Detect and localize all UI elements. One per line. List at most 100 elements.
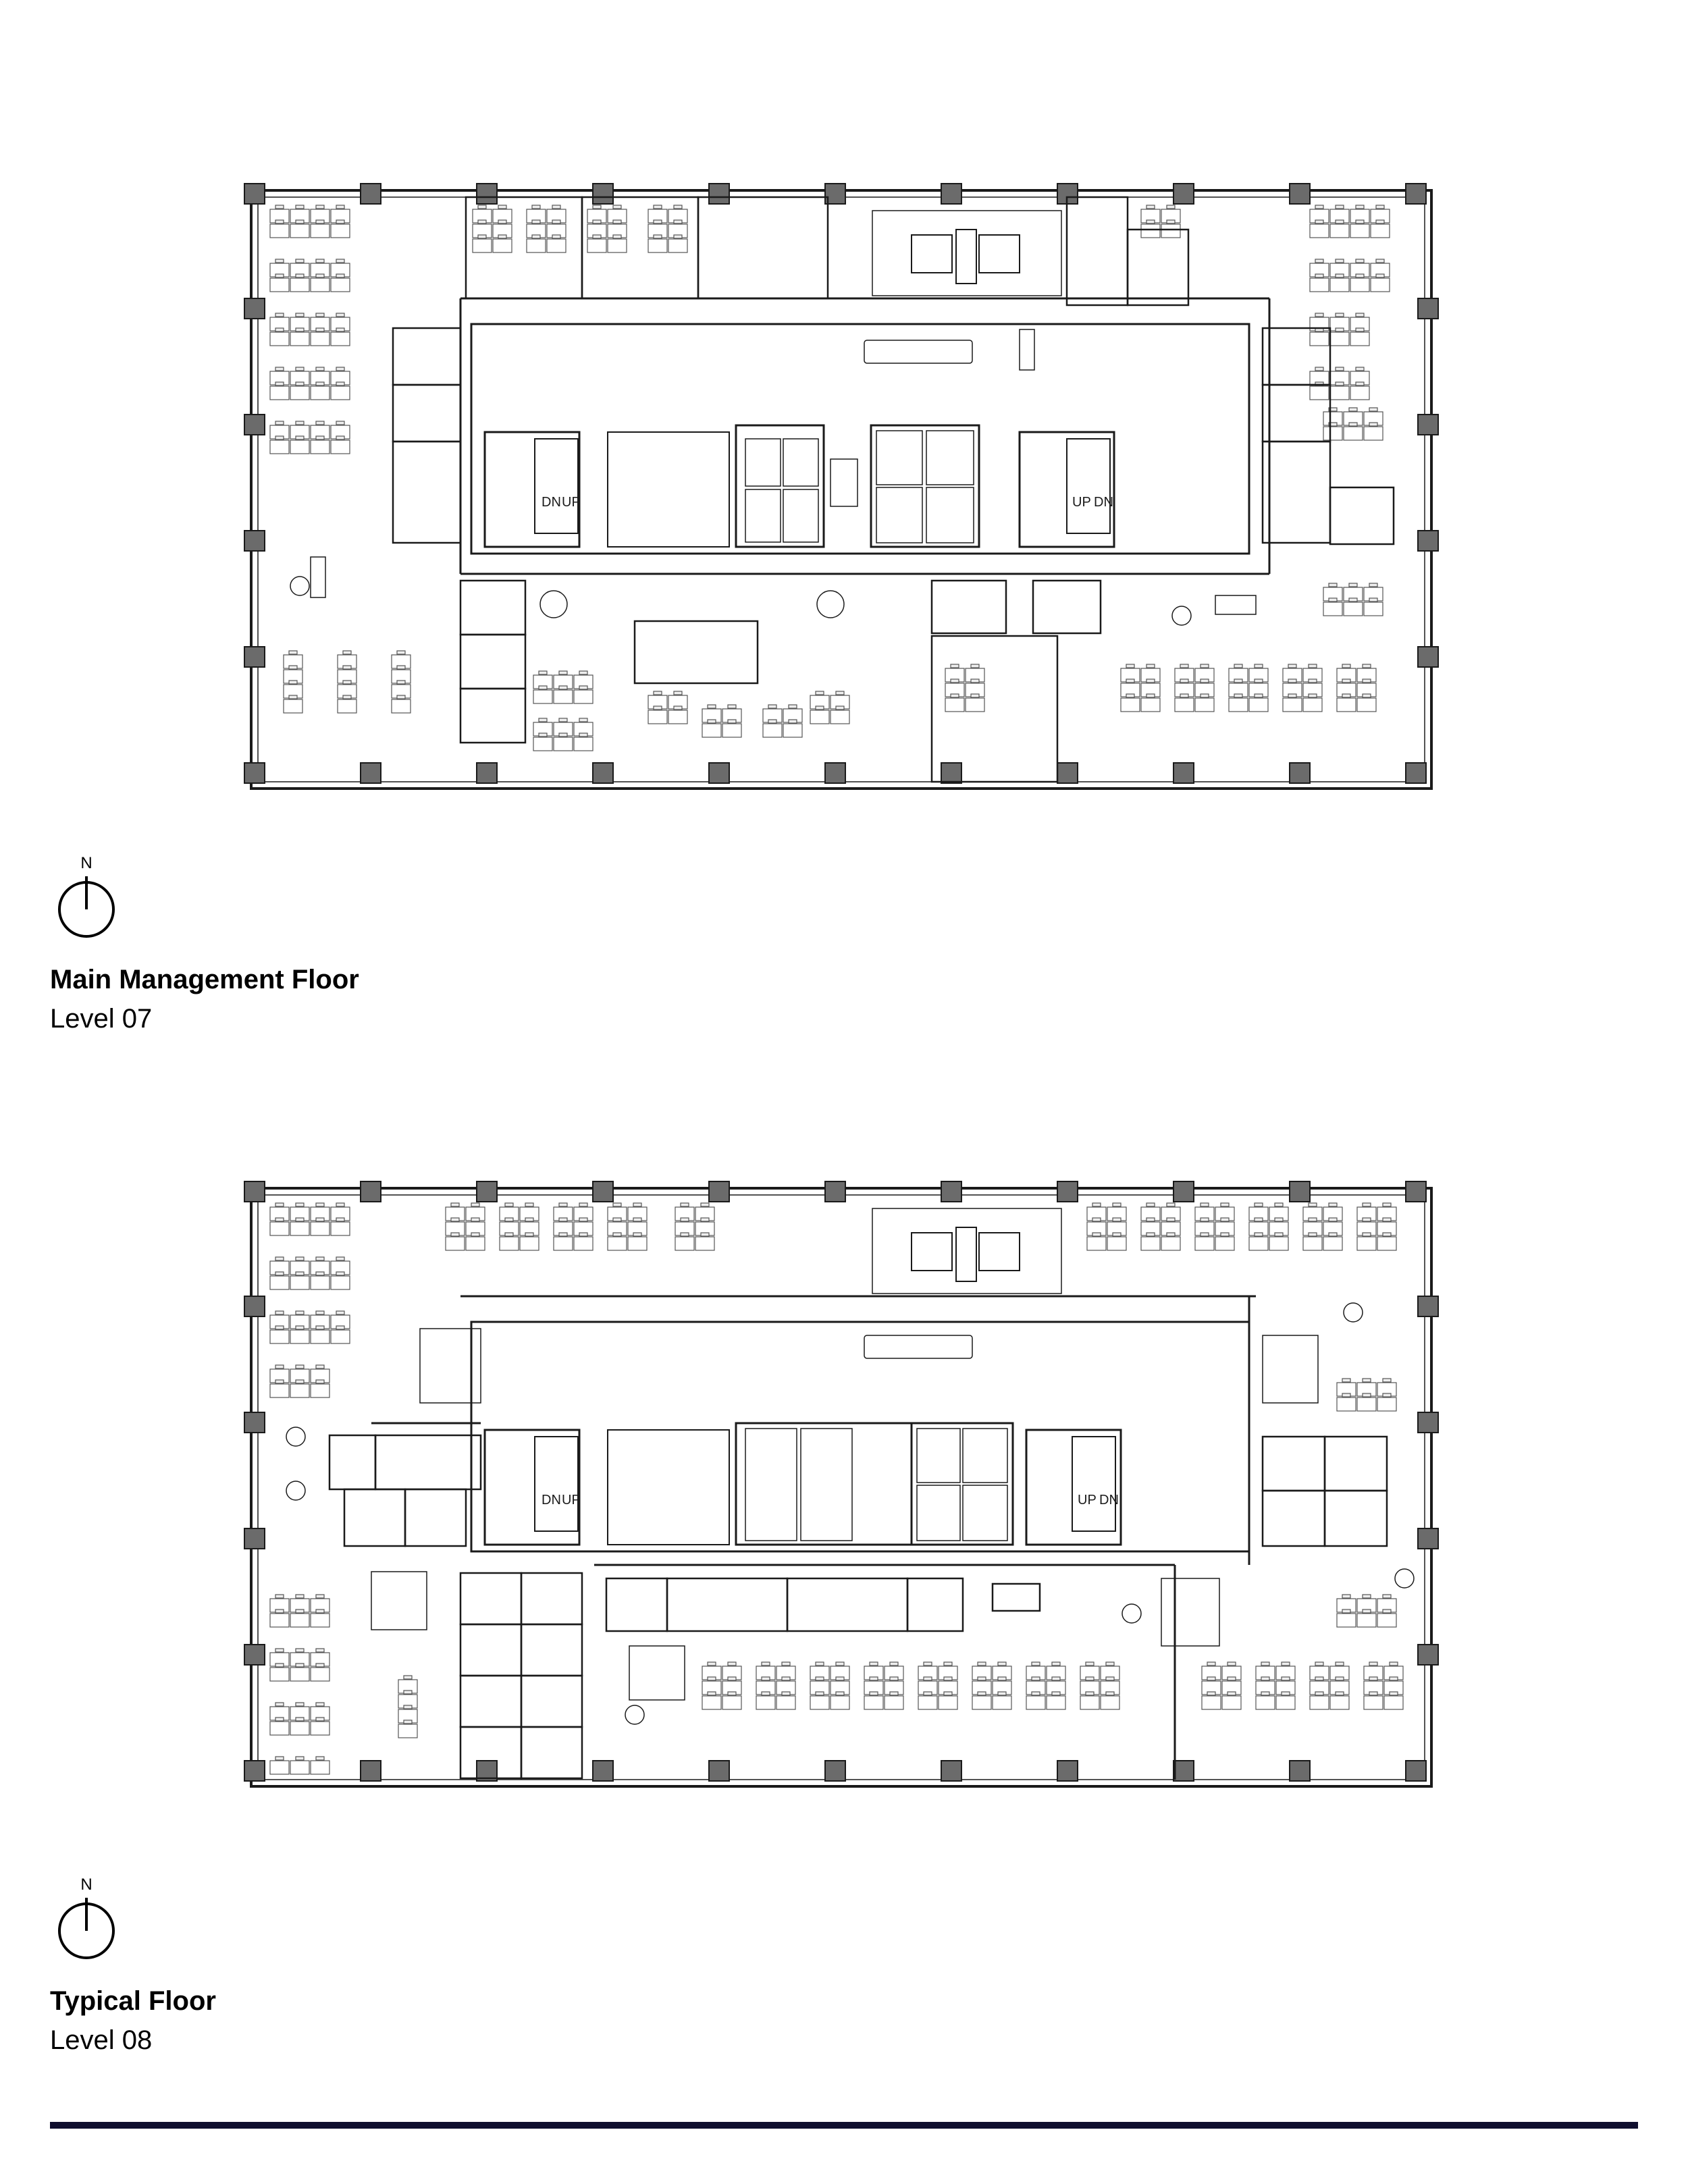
column <box>244 1296 265 1317</box>
column <box>1057 1181 1078 1202</box>
workstation-cluster <box>1080 1661 1120 1710</box>
workstation-cluster <box>269 259 350 292</box>
stair-label: UP <box>562 495 581 510</box>
workstation-cluster <box>587 205 627 253</box>
workstation-cluster <box>398 1675 418 1738</box>
column <box>244 1412 265 1433</box>
north-arrow-icon: N <box>58 1875 115 1959</box>
column <box>1289 183 1311 205</box>
column <box>476 183 498 205</box>
column <box>1417 1296 1439 1317</box>
column <box>1417 1644 1439 1666</box>
workstation-cluster <box>533 718 594 751</box>
stair-labels: DN UP UP DN <box>542 1493 1119 1508</box>
workstation-cluster <box>1309 259 1390 292</box>
column <box>941 1760 962 1782</box>
column <box>592 762 614 784</box>
workstation-cluster <box>269 421 350 454</box>
stair-label: UP <box>1078 1493 1097 1508</box>
column <box>360 1181 381 1202</box>
workstation-cluster <box>472 205 512 253</box>
workstation-cluster <box>1336 664 1377 712</box>
workstation-cluster <box>1336 1594 1397 1628</box>
column <box>824 762 846 784</box>
north-arrow-l07: N <box>53 852 120 940</box>
column <box>1405 1760 1427 1782</box>
workstation-cluster <box>607 1202 648 1251</box>
conference-table-core <box>864 329 1035 371</box>
column <box>244 1644 265 1666</box>
south-round-meeting-tables <box>290 556 1257 626</box>
stair-label: DN <box>542 1493 561 1508</box>
interior-corridor-walls <box>371 1295 1256 1780</box>
workstation-cluster <box>1140 1202 1181 1251</box>
lounge-north <box>872 1208 1062 1294</box>
workstation-cluster <box>648 691 688 724</box>
workstation-cluster <box>269 1256 350 1290</box>
workstation-cluster <box>283 650 303 714</box>
north-label: N <box>80 1875 92 1894</box>
plan-level: Level 08 <box>50 2025 153 2055</box>
workstation-cluster <box>756 1661 796 1710</box>
workstation-cluster <box>702 704 742 738</box>
floor-plan-drawing: DN UP UP DN <box>244 1181 1439 1788</box>
workstation-cluster <box>1363 1661 1404 1710</box>
workstation-cluster <box>269 1702 330 1736</box>
column <box>708 762 730 784</box>
column <box>941 183 962 205</box>
workstation-cluster <box>269 1310 350 1344</box>
plan-level: Level 07 <box>50 1004 153 1034</box>
round-meeting-tables <box>286 1302 1415 1725</box>
workstation-cluster <box>269 313 350 346</box>
workstation-cluster <box>1302 1202 1343 1251</box>
stair-label: UP <box>562 1493 581 1508</box>
workstation-cluster <box>499 1202 539 1251</box>
column <box>1173 183 1194 205</box>
stair-labels: DN UP UP DN <box>542 495 1113 510</box>
workstation-cluster <box>1026 1661 1066 1710</box>
workstation-cluster <box>1228 664 1269 712</box>
workstation-cluster <box>1174 664 1215 712</box>
column <box>244 1760 265 1782</box>
workstation-cluster <box>1120 664 1161 712</box>
conference-table-core <box>864 1335 973 1359</box>
column <box>244 183 265 205</box>
column <box>1417 646 1439 668</box>
workstation-cluster <box>762 704 803 738</box>
column <box>1173 762 1194 784</box>
column <box>244 1181 265 1202</box>
column <box>244 530 265 552</box>
plan-title: Typical Floor <box>50 1986 216 2016</box>
workstation-clusters <box>269 1202 1404 1775</box>
column <box>1417 414 1439 435</box>
workstation-cluster <box>918 1661 958 1710</box>
column <box>1173 1181 1194 1202</box>
stair-label: DN <box>542 495 561 510</box>
workstation-cluster <box>648 205 688 253</box>
workstation-cluster <box>1356 1202 1397 1251</box>
floor-plan-level-07: DN UP UP DN <box>243 182 1440 797</box>
column <box>476 762 498 784</box>
column <box>360 1760 381 1782</box>
workstation-cluster <box>445 1202 485 1251</box>
interior-corridor-walls <box>459 297 1271 575</box>
workstation-cluster <box>675 1202 715 1251</box>
workstation-cluster <box>1309 1661 1350 1710</box>
workstation-clusters <box>269 205 1390 751</box>
column <box>1289 1181 1311 1202</box>
workstation-cluster <box>553 1202 594 1251</box>
column <box>1417 530 1439 552</box>
column <box>476 1181 498 1202</box>
column <box>1405 183 1427 205</box>
stair-label: DN <box>1099 1493 1119 1508</box>
column <box>244 414 265 435</box>
column <box>824 1181 846 1202</box>
workstation-cluster <box>1194 1202 1235 1251</box>
column <box>824 1760 846 1782</box>
workstation-cluster <box>810 691 850 724</box>
column <box>1417 1412 1439 1433</box>
workstation-cluster <box>269 367 350 400</box>
workstation-cluster <box>269 1648 330 1682</box>
workstation-cluster <box>1140 205 1181 238</box>
east-offices <box>1261 327 1395 545</box>
